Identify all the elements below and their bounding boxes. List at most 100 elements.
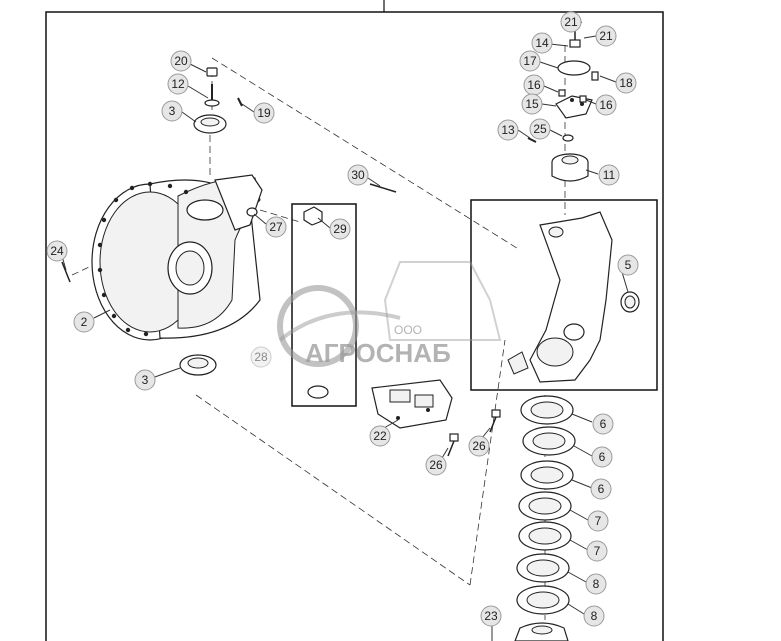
bolt-part-26b xyxy=(447,433,459,457)
callout-26-upper: 26 xyxy=(468,435,490,457)
callout-8-second: 8 xyxy=(583,605,605,627)
nut-part-20 xyxy=(206,67,218,77)
svg-text:24: 24 xyxy=(50,244,64,258)
seal-ring-lower xyxy=(179,354,217,376)
bolt-part-26a xyxy=(489,409,501,433)
shim-part-7a xyxy=(518,491,572,521)
svg-text:17: 17 xyxy=(523,54,537,68)
callout-22: 22 xyxy=(369,425,391,447)
svg-text:3: 3 xyxy=(169,104,176,118)
callout-13: 13 xyxy=(497,119,519,141)
svg-text:3: 3 xyxy=(142,373,149,387)
callout-6-first: 6 xyxy=(592,413,614,435)
svg-text:21: 21 xyxy=(599,29,613,43)
callout-2: 2 xyxy=(73,311,95,333)
callout-16-right: 16 xyxy=(595,94,617,116)
shim-stack xyxy=(516,395,576,615)
svg-text:13: 13 xyxy=(501,123,515,137)
screw-part-16a xyxy=(558,89,566,97)
callout-26-lower: 26 xyxy=(425,454,447,476)
svg-text:29: 29 xyxy=(333,222,347,236)
leader-lines xyxy=(61,21,629,641)
watermark-name: АГРОСНАБ xyxy=(305,338,451,368)
shim-part-6a xyxy=(520,395,574,425)
shim-part-6c xyxy=(520,460,574,490)
callout-19: 19 xyxy=(253,102,275,124)
svg-text:16: 16 xyxy=(527,78,541,92)
callout-8-first: 8 xyxy=(585,573,607,595)
svg-text:6: 6 xyxy=(599,450,606,464)
screw-part-13 xyxy=(527,137,537,143)
svg-text:18: 18 xyxy=(619,76,633,90)
snap-ring-part-17 xyxy=(557,60,591,76)
hub-housing-part xyxy=(91,174,263,341)
svg-text:26: 26 xyxy=(429,458,443,472)
svg-text:6: 6 xyxy=(598,482,605,496)
callout-21-top: 21 xyxy=(560,11,582,33)
callout-11: 11 xyxy=(598,164,620,186)
svg-text:5: 5 xyxy=(625,258,632,272)
svg-text:16: 16 xyxy=(599,98,613,112)
callout-23: 23 xyxy=(480,605,502,627)
callout-20: 20 xyxy=(170,50,192,72)
bolt-part-24 xyxy=(61,261,71,283)
svg-text:27: 27 xyxy=(269,220,283,234)
svg-text:28: 28 xyxy=(254,350,268,364)
svg-text:8: 8 xyxy=(593,577,600,591)
callout-7-second: 7 xyxy=(586,540,608,562)
shim-part-8a xyxy=(516,553,570,583)
svg-text:23: 23 xyxy=(484,609,498,623)
callout-3-lower: 3 xyxy=(134,369,156,391)
callout-18: 18 xyxy=(615,72,637,94)
callout-12: 12 xyxy=(167,73,189,95)
svg-text:15: 15 xyxy=(525,97,539,111)
callout-6-third: 6 xyxy=(590,478,612,500)
washer-part-25 xyxy=(562,134,574,142)
bolt-part-30 xyxy=(369,183,397,193)
callout-29: 29 xyxy=(329,218,351,240)
fitting-part-18 xyxy=(591,71,599,81)
pin-part-19 xyxy=(237,97,243,107)
callout-7-first: 7 xyxy=(587,510,609,532)
shim-part-7b xyxy=(518,521,572,551)
svg-text:26: 26 xyxy=(472,439,486,453)
svg-text:22: 22 xyxy=(373,429,387,443)
svg-text:21: 21 xyxy=(564,15,578,29)
svg-text:7: 7 xyxy=(594,544,601,558)
callout-30: 30 xyxy=(347,164,369,186)
bearing-part-23 xyxy=(514,622,569,641)
svg-text:6: 6 xyxy=(600,417,607,431)
callout-27: 27 xyxy=(265,216,287,238)
watermark-prefix: ООО xyxy=(394,323,422,337)
hub-bolt-ring xyxy=(97,181,189,337)
svg-text:14: 14 xyxy=(535,36,549,50)
callout-24: 24 xyxy=(46,240,68,262)
callout-15: 15 xyxy=(521,93,543,115)
svg-text:12: 12 xyxy=(171,77,185,91)
svg-text:20: 20 xyxy=(174,54,188,68)
callout-5: 5 xyxy=(617,254,639,276)
callout-6-second: 6 xyxy=(591,446,613,468)
svg-text:30: 30 xyxy=(351,168,365,182)
stud-part-12 xyxy=(204,84,220,107)
svg-text:11: 11 xyxy=(603,168,616,182)
svg-text:7: 7 xyxy=(595,514,602,528)
screw-part-16b xyxy=(579,95,587,103)
diagram-frame xyxy=(45,0,664,641)
callout-16-left: 16 xyxy=(523,74,545,96)
callout-21-right: 21 xyxy=(595,25,617,47)
watermark-logo: ООО АГРОСНАБ xyxy=(277,261,502,368)
bearing-cap-part-11 xyxy=(551,153,589,182)
svg-text:2: 2 xyxy=(81,315,88,329)
valve-block-part-22 xyxy=(371,379,453,429)
callout-17: 17 xyxy=(519,50,541,72)
callout-labels: 20 12 19 3 30 27 29 24 2 28 3 22 26 26 2… xyxy=(46,11,639,627)
callout-14: 14 xyxy=(531,32,553,54)
shim-part-8b xyxy=(516,585,570,615)
svg-text:8: 8 xyxy=(591,609,598,623)
inset-box-knuckle xyxy=(470,199,658,391)
callout-3-upper: 3 xyxy=(161,100,183,122)
inset-box-29 xyxy=(291,203,357,407)
svg-text:19: 19 xyxy=(257,106,271,120)
